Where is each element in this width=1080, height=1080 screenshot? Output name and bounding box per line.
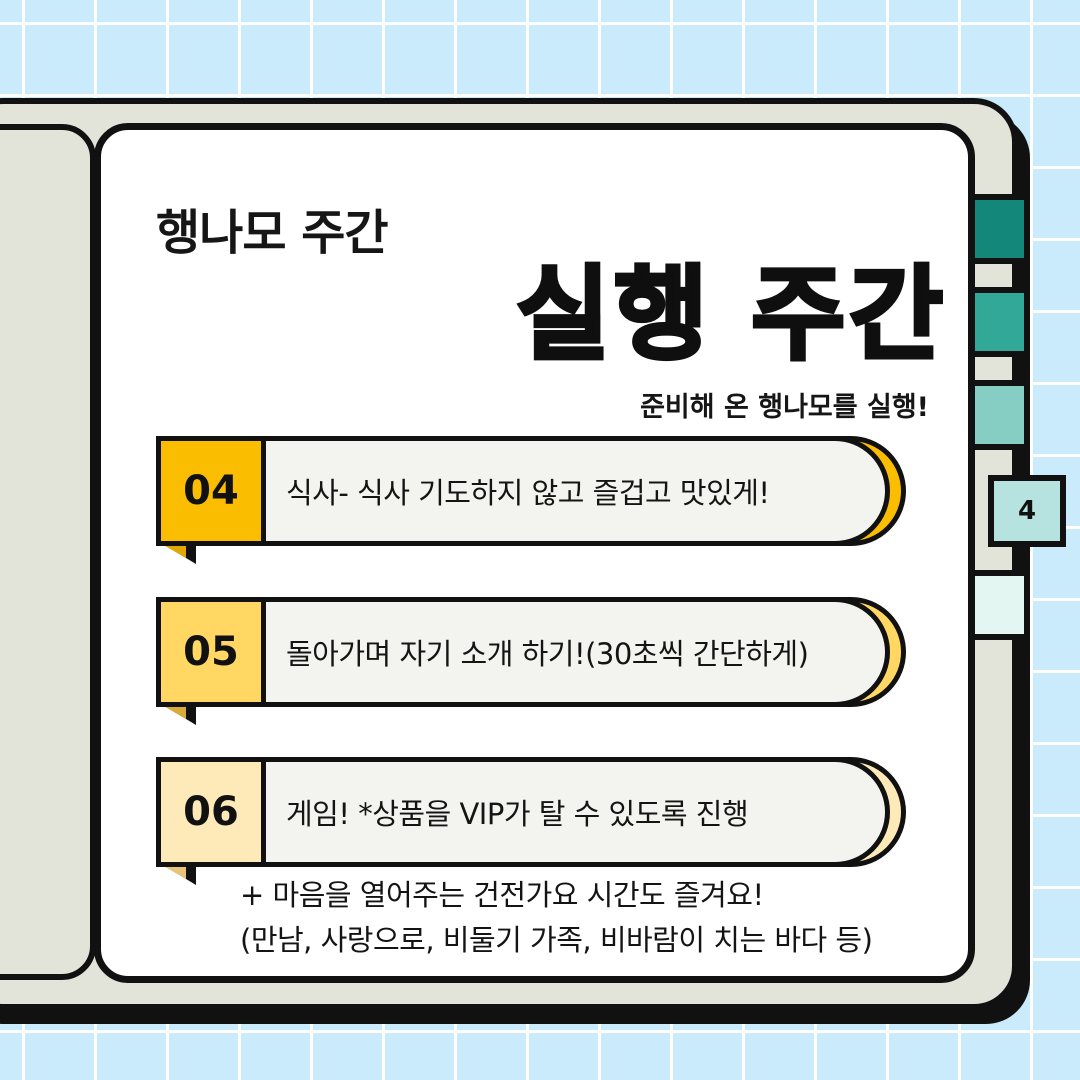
ribbon-fold-fill xyxy=(160,864,186,879)
left-page xyxy=(0,124,96,980)
item-number-badge: 05 xyxy=(156,597,266,707)
note-line-1: + 마음을 열어주는 건전가요 시간도 즐겨요! xyxy=(240,878,764,912)
item-number-badge: 06 xyxy=(156,757,266,867)
ribbon-fold-fill xyxy=(160,704,186,719)
activity-item-05: 05 돌아가며 자기 소개 하기!(30초씩 간단하게) xyxy=(156,597,916,729)
index-tab-active-label: 4 xyxy=(1017,496,1037,526)
page-title: 실행 주간 xyxy=(514,256,947,375)
index-tab-2[interactable] xyxy=(968,287,1030,357)
page-tagline: 준비해 온 행나모를 실행! xyxy=(640,392,929,423)
activity-item-06: 06 게임! *상품을 VIP가 탈 수 있도록 진행 xyxy=(156,757,916,889)
item-pill xyxy=(238,757,890,867)
note-line-2: (만남, 사랑으로, 비둘기 가족, 비바람이 치는 바다 등) xyxy=(240,923,873,957)
index-tab-active[interactable]: 4 xyxy=(988,475,1066,547)
item-number-badge: 04 xyxy=(156,436,266,546)
note-block: + 마음을 열어주는 건전가요 시간도 즐겨요! (만남, 사랑으로, 비둘기 … xyxy=(240,873,873,963)
index-tab-1[interactable] xyxy=(968,194,1030,264)
activity-item-04: 04 식사- 식사 기도하지 않고 즐겁고 맛있게! xyxy=(156,436,916,568)
page-subheading: 행나모 주간 xyxy=(156,205,389,261)
item-text: 식사- 식사 기도하지 않고 즐겁고 맛있게! xyxy=(286,476,770,510)
index-tab-5[interactable] xyxy=(968,570,1030,640)
index-tab-3[interactable] xyxy=(968,380,1030,450)
item-text: 돌아가며 자기 소개 하기!(30초씩 간단하게) xyxy=(286,637,809,671)
item-text: 게임! *상품을 VIP가 탈 수 있도록 진행 xyxy=(286,797,749,831)
ribbon-fold-fill xyxy=(160,543,186,558)
